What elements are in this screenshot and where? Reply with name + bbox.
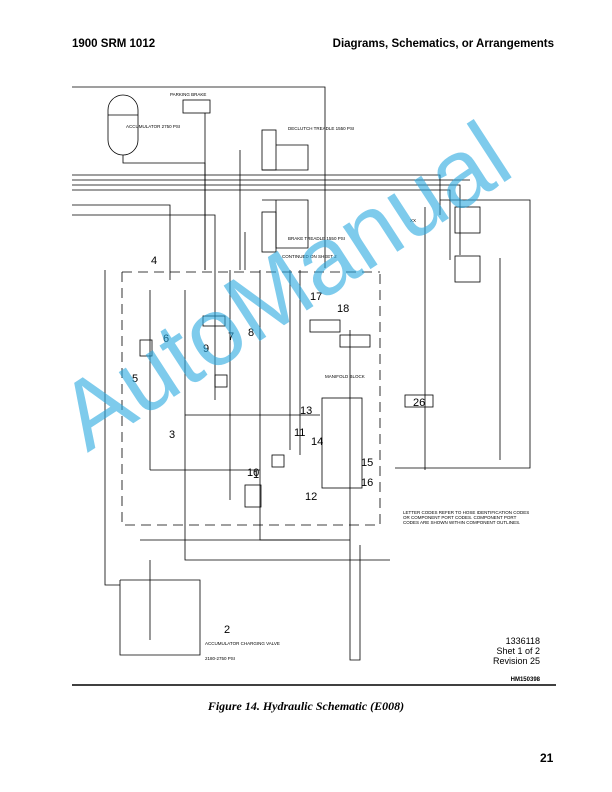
declutch-treadle-label: DECLUTCH TREADLE 1550 PSI	[288, 126, 354, 131]
header-doc-id: 1900 SRM 1012	[72, 38, 156, 50]
callout-15: 15	[361, 457, 373, 469]
callout-3: 3	[169, 429, 175, 441]
callout-8: 8	[248, 327, 254, 339]
charging-pressure-label: 2180-2750 PSI	[205, 656, 235, 661]
accumulator-label: ACCUMULATOR 2750 PSI	[126, 124, 180, 129]
revision: Revision 25	[493, 656, 540, 666]
letter-codes-note: LETTER CODES REFER TO HOSE IDENTIFICATIO…	[403, 510, 530, 525]
hm-code: HM150398	[511, 677, 541, 683]
callout-26: 26	[413, 397, 425, 409]
callout-4: 4	[151, 255, 157, 267]
parking-brake-label: PARKING BRAKE	[170, 92, 206, 97]
drawing-number: 1336118	[506, 636, 540, 646]
callout-2: 2	[224, 624, 230, 636]
page-number: 21	[540, 751, 554, 765]
callout-1: 1	[253, 469, 259, 481]
callout-7: 7	[228, 331, 234, 343]
callout-13: 13	[300, 405, 312, 417]
header-section-title: Diagrams, Schematics, or Arrangements	[332, 38, 554, 50]
callout-16: 16	[361, 477, 373, 489]
sheet-number: Shet 1 of 2	[496, 646, 540, 656]
callout-11: 11	[294, 427, 305, 439]
continued-sheet-label: CONTINUED ON SHEET 2	[282, 254, 337, 259]
callout-18: 18	[337, 303, 349, 315]
callout-10: 10	[247, 467, 259, 479]
callout-17: 17	[310, 291, 322, 303]
charging-valve-label: ACCUMULATOR CHARGING VALVE	[205, 641, 280, 646]
brake-treadle-label: BRAKE TREADLE 1550 PSI	[288, 236, 345, 241]
callout-9: 9	[203, 343, 209, 355]
figure-caption: Figure 14. Hydraulic Schematic (E008)	[207, 699, 405, 713]
callout-12: 12	[305, 491, 317, 503]
callout-14: 14	[311, 436, 323, 448]
callout-6: 6	[163, 333, 169, 345]
hose-xx-label: XX	[410, 218, 416, 223]
manifold-block-label: MANIFOLD BLOCK	[325, 374, 365, 379]
callout-5: 5	[132, 373, 138, 385]
